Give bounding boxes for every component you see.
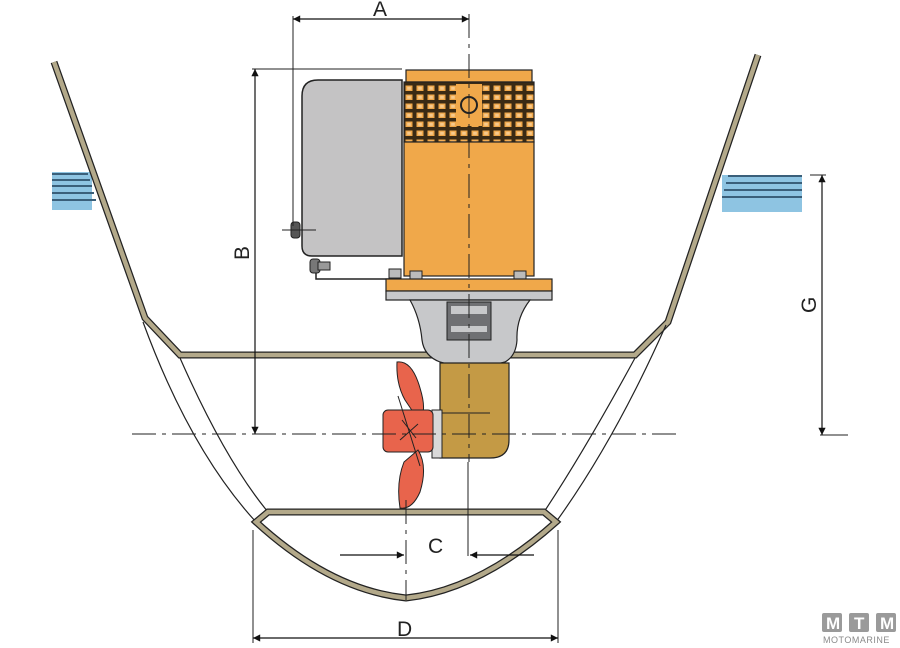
logo-letter-1: M [826, 614, 840, 633]
logo-letter-3: M [880, 614, 894, 633]
dimension-d-label: D [397, 618, 412, 641]
waterline-left [52, 172, 96, 210]
dimension-b-label: B [231, 246, 254, 260]
tunnel [142, 321, 667, 523]
propeller [382, 361, 434, 509]
center-lines [132, 14, 680, 600]
dimension-c: C [340, 462, 534, 559]
dimension-d: D [252, 530, 559, 643]
control-box [282, 79, 403, 280]
dimension-a: A [292, 0, 469, 226]
gear-leg [431, 362, 510, 459]
dimension-g: G [798, 174, 848, 436]
waterline-right [722, 175, 802, 212]
dimension-c-label: C [428, 535, 443, 558]
logo-letter-2: T [854, 614, 865, 633]
motomarine-logo: M T M MOTOMARINE [822, 613, 896, 645]
hull [50, 53, 762, 359]
electric-motor [388, 69, 535, 280]
dimension-g-label: G [798, 297, 821, 313]
dimension-a-label: A [373, 0, 387, 21]
dimension-b: B [231, 68, 402, 434]
logo-text: MOTOMARINE [823, 635, 890, 645]
